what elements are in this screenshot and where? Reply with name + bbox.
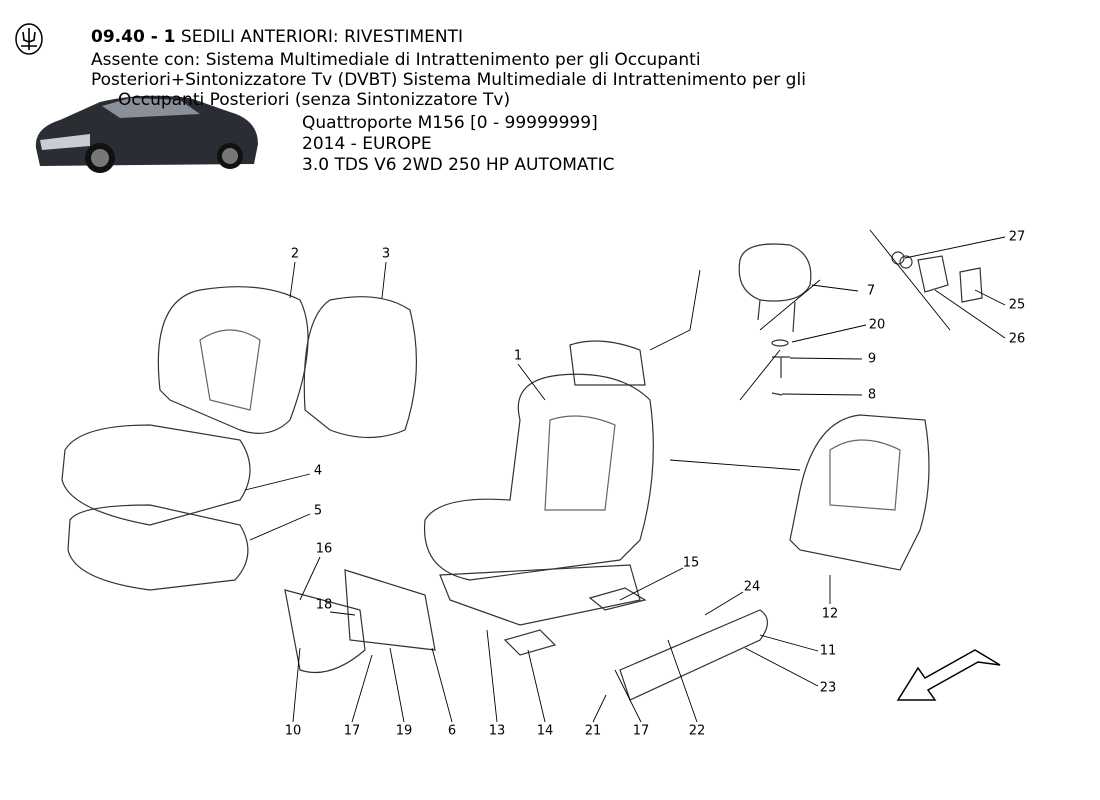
callout-13[interactable]: 13 <box>488 723 506 739</box>
callout-14[interactable]: 14 <box>536 723 554 739</box>
part-4-cushion-cover <box>61 424 251 526</box>
callout-3[interactable]: 3 <box>381 246 391 262</box>
callout-4[interactable]: 4 <box>313 463 323 479</box>
note-line-2: Posteriori+Sintonizzatore Tv (DVBT) Sist… <box>91 70 806 90</box>
callout-17b[interactable]: 17 <box>632 723 650 739</box>
callout-2[interactable]: 2 <box>290 246 300 262</box>
callout-15[interactable]: 15 <box>682 555 700 571</box>
note-line-1: Assente con: Sistema Multimediale di Int… <box>91 50 701 70</box>
callout-10[interactable]: 10 <box>284 723 302 739</box>
callout-22[interactable]: 22 <box>688 723 706 739</box>
part-11-side-trim <box>619 609 769 701</box>
callout-12[interactable]: 12 <box>821 606 839 622</box>
callout-21[interactable]: 21 <box>584 723 602 739</box>
part-3-seat-back-panel <box>303 296 418 439</box>
direction-arrow-icon <box>896 649 1001 701</box>
callout-16[interactable]: 16 <box>315 541 333 557</box>
part-6-side-panel <box>344 569 436 651</box>
callout-26[interactable]: 26 <box>1008 331 1026 347</box>
page-title: 09.40 - 1 SEDILI ANTERIORI: RIVESTIMENTI <box>91 27 463 47</box>
callout-5[interactable]: 5 <box>313 503 323 519</box>
diagram-code: 09.40 - 1 <box>91 27 176 47</box>
callout-9[interactable]: 9 <box>867 351 877 367</box>
part-2-seat-back-cover <box>157 286 309 434</box>
callout-20[interactable]: 20 <box>868 317 886 333</box>
callout-8[interactable]: 8 <box>867 387 877 403</box>
callout-25[interactable]: 25 <box>1008 297 1026 313</box>
callout-18[interactable]: 18 <box>315 597 333 613</box>
engine: 3.0 TDS V6 2WD 250 HP AUTOMATIC <box>302 155 615 175</box>
callout-19[interactable]: 19 <box>395 723 413 739</box>
callout-1[interactable]: 1 <box>513 348 523 364</box>
callout-11[interactable]: 11 <box>819 643 837 659</box>
part-1-seat-assembly <box>423 373 654 581</box>
part-12-back-frame <box>789 414 930 571</box>
note-line-3: Occupanti Posteriori (senza Sintonizzato… <box>118 90 511 110</box>
callout-23[interactable]: 23 <box>819 680 837 696</box>
year-market: 2014 - EUROPE <box>302 134 432 154</box>
callout-27[interactable]: 27 <box>1008 229 1026 245</box>
callout-24[interactable]: 24 <box>743 579 761 595</box>
callout-6[interactable]: 6 <box>447 723 457 739</box>
model: Quattroporte M156 [0 - 99999999] <box>302 113 598 133</box>
callout-17[interactable]: 17 <box>343 723 361 739</box>
callout-7[interactable]: 7 <box>866 283 876 299</box>
part-10-side-trim <box>284 589 366 674</box>
diagram-title: SEDILI ANTERIORI: RIVESTIMENTI <box>180 27 463 47</box>
part-7-headrest <box>738 243 812 302</box>
maserati-logo <box>12 22 46 56</box>
car-thumbnail <box>30 88 262 176</box>
part-5-cushion-pad <box>67 504 249 591</box>
